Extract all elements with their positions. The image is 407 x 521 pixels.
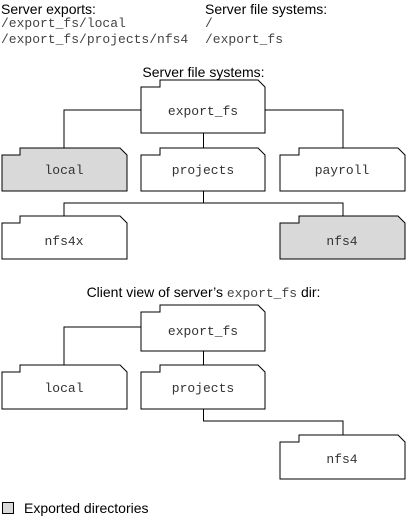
- filesystem-path-2: /export_fs: [205, 32, 284, 47]
- folder-label: nfs4: [326, 234, 357, 249]
- folder-shape: [279, 434, 406, 480]
- connector-projects-children: [63, 202, 344, 216]
- folder-payroll: payroll: [279, 147, 406, 192]
- client-folder-nfs4: nfs4: [279, 434, 406, 480]
- folder-label: payroll: [315, 163, 370, 178]
- server-filesystems-heading: Server file systems:: [205, 1, 328, 17]
- connector-client-export-local: [63, 326, 141, 365]
- folder-label: local: [44, 163, 83, 178]
- connector-export-payroll: [265, 109, 344, 148]
- folder-nfs4-exported: nfs4: [279, 215, 406, 260]
- folder-label: projects: [172, 163, 234, 178]
- folder-shape: [1, 215, 128, 260]
- folder-label: projects: [172, 381, 234, 396]
- connector-export-local: [63, 109, 141, 148]
- folder-shape: [1, 364, 128, 410]
- client-tree-connectors: [63, 326, 344, 435]
- folder-shape: [140, 364, 266, 410]
- folder-label: export_fs: [168, 104, 238, 119]
- folder-shape: [140, 304, 266, 352]
- folder-shape: [140, 147, 266, 192]
- client-folder-projects: projects: [140, 364, 266, 410]
- client-title-prefix: Client view of server’s: [86, 284, 227, 300]
- server-tree-title: Server file systems:: [142, 64, 265, 80]
- client-folder-local: local: [1, 364, 128, 410]
- folder-projects: projects: [140, 147, 266, 192]
- folder-label: nfs4x: [44, 234, 83, 249]
- folder-nfs4x: nfs4x: [1, 215, 128, 260]
- folder-shape: [140, 79, 266, 134]
- folder-local-exported: local: [1, 147, 128, 192]
- export-path-1: /export_fs/local: [1, 16, 126, 31]
- connector-client-projects-nfs4: [203, 409, 344, 435]
- folder-label: export_fs: [168, 324, 238, 339]
- legend-swatch: [2, 502, 14, 514]
- folder-export-fs: export_fs: [140, 79, 266, 134]
- filesystem-path-1: /: [205, 16, 213, 31]
- server-exports-heading: Server exports:: [1, 1, 96, 17]
- folder-shape: [279, 215, 406, 260]
- folder-shape: [1, 147, 128, 192]
- export-path-2: /export_fs/projects/nfs4: [1, 32, 189, 47]
- client-title-suffix: dir:: [297, 284, 321, 300]
- legend-label: Exported directories: [24, 500, 149, 516]
- client-folder-export-fs: export_fs: [140, 304, 266, 352]
- folder-label: nfs4: [326, 452, 357, 467]
- folder-shape: [279, 147, 406, 192]
- client-title-code: export_fs: [226, 286, 298, 301]
- server-tree-connectors: [63, 109, 344, 216]
- client-tree-title: Client view of server’s export_fs dir:: [0, 284, 407, 301]
- folder-label: local: [44, 381, 83, 396]
